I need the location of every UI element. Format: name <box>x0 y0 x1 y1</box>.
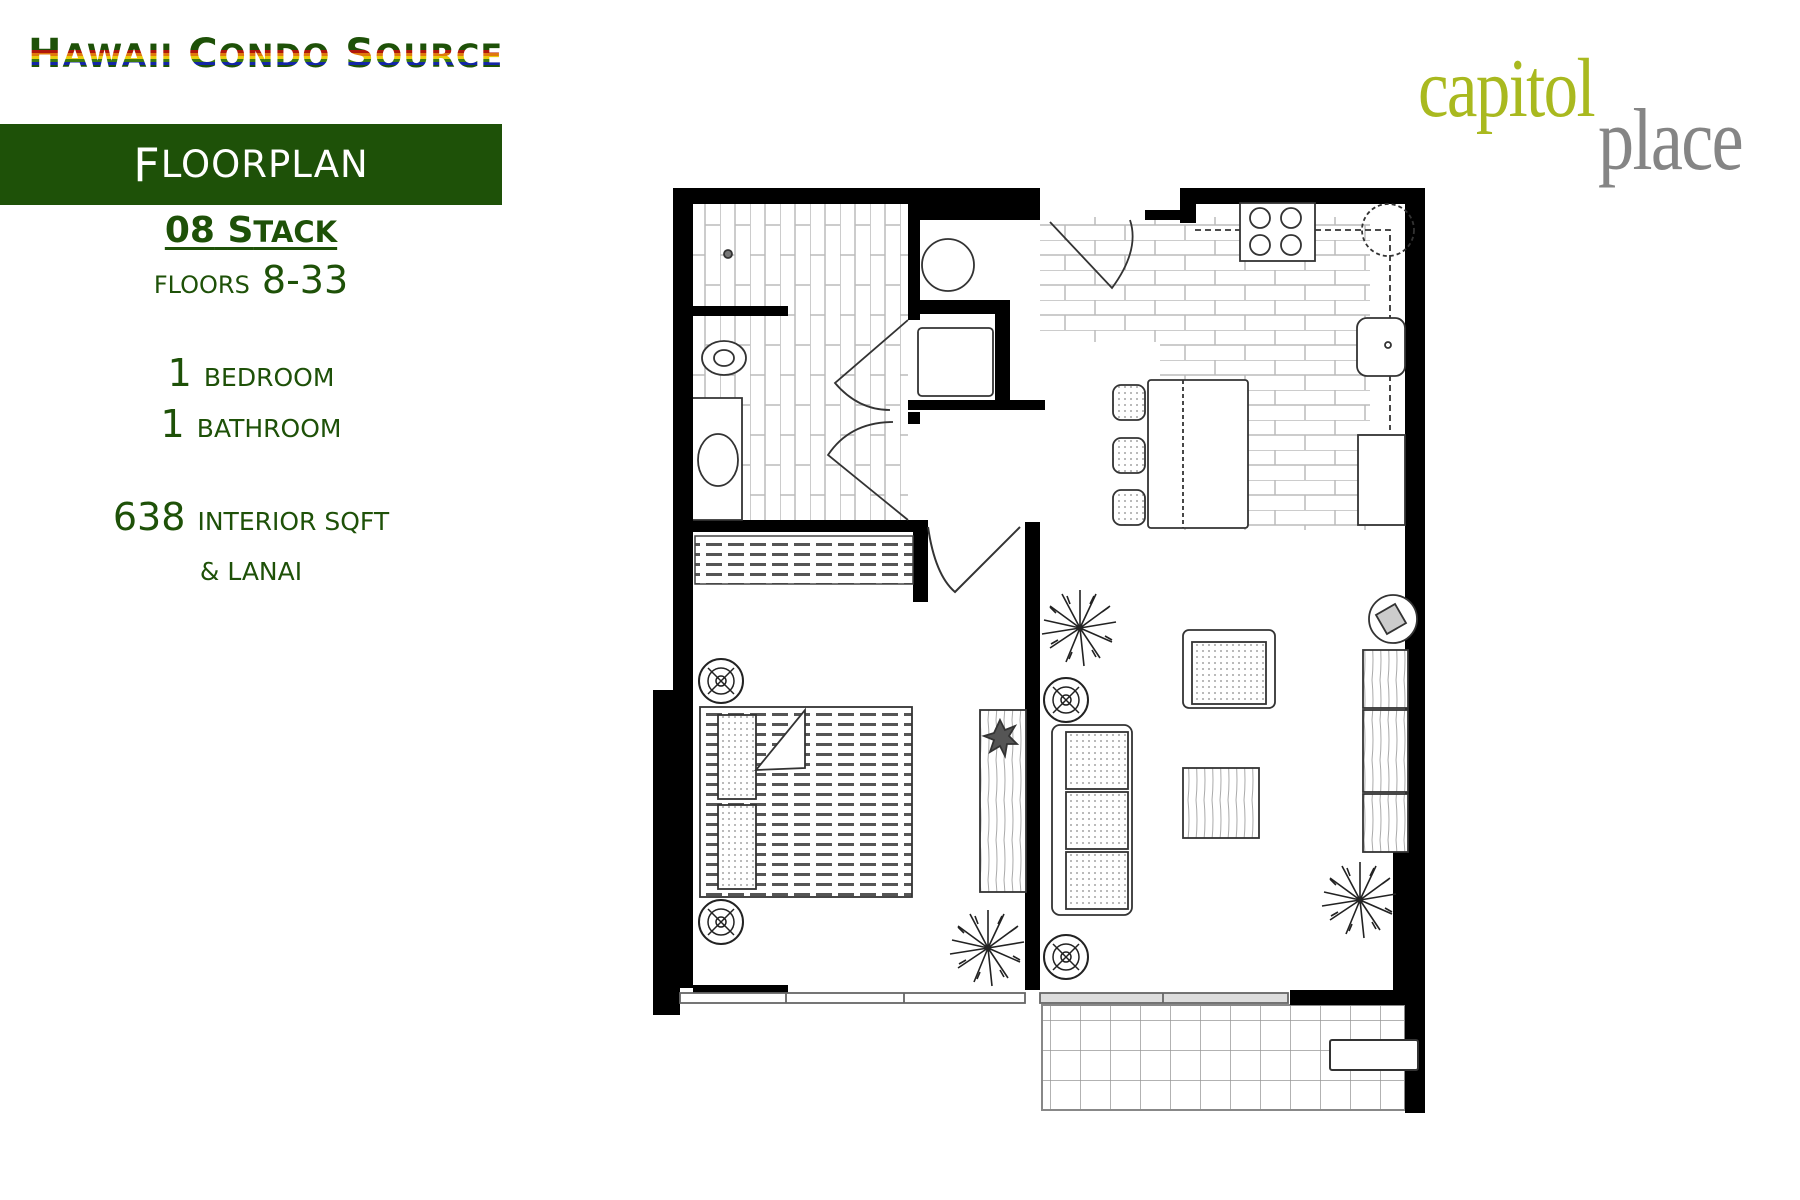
kitchen <box>1049 202 1415 529</box>
hawaii-condo-source-logo: HAWAII CONDO SOURCE <box>28 30 503 80</box>
kitchen-tile-floor <box>1040 217 1370 342</box>
bedroom-count: 1 BEDROOM <box>167 351 335 395</box>
closet <box>694 535 914 585</box>
square-footage: 638 INTERIOR SQFT & LANAI <box>0 492 502 597</box>
bedroom-furniture <box>698 658 1027 987</box>
bathroom-fixtures <box>693 238 994 521</box>
windows <box>679 992 1289 1004</box>
logo-word-place: place <box>1598 92 1744 189</box>
floorplan-drawing <box>653 188 1425 1113</box>
logo-word-capitol: capitol <box>1418 42 1596 135</box>
bathroom-count: 1 BATHROOM <box>160 402 342 446</box>
lanai-bench <box>1329 1039 1419 1071</box>
stack-title: 08 STACK <box>164 210 338 251</box>
lanai-label: & LANAI <box>199 557 303 586</box>
walls <box>653 188 1425 1113</box>
room-counts: 1 BEDROOM 1 BATHROOM <box>0 350 502 452</box>
living-room-furniture <box>1041 589 1418 980</box>
floors-range: FLOORS 8-33 <box>153 258 349 302</box>
